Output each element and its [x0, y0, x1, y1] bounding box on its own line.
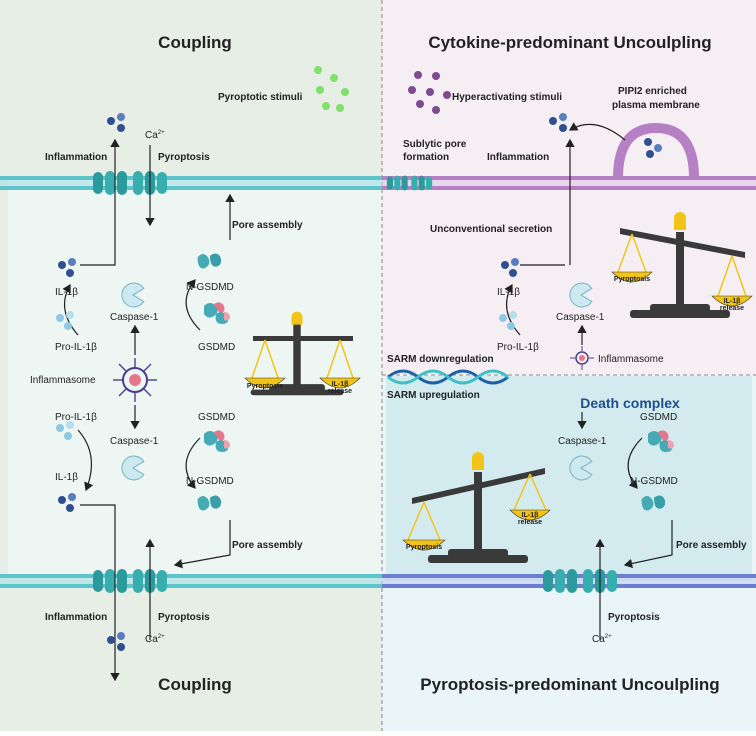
- n-gsdmd-label-bottom: N-GSDMD: [186, 476, 234, 487]
- title-coupling-top: Coupling: [158, 33, 232, 52]
- inflammasome-icon: [113, 358, 157, 402]
- scale-right-top-il1b: IL-1β: [724, 298, 741, 305]
- balance-scale-right-top: [611, 212, 753, 318]
- il1b-dots-left-1: [58, 258, 76, 277]
- arrow-pore-assembly-bottom: [173, 520, 231, 569]
- il1b-dots-top-left: [107, 113, 125, 132]
- caspase1-label-bottom-left: Caspase-1: [110, 436, 159, 447]
- arrow-pip2-release: [568, 122, 626, 141]
- pro-il1b-dots-left-2: [56, 421, 74, 440]
- gsdmd-label-top: GSDMD: [198, 342, 235, 353]
- il1b-dots-pip2: [644, 138, 662, 158]
- pyroptosis-label-right: Pyroptosis: [608, 612, 660, 623]
- caspase1-label-top-left: Caspase-1: [110, 312, 159, 323]
- pyroptosis-label-top-left: Pyroptosis: [158, 152, 210, 163]
- gsdmd-label-bottom: GSDMD: [198, 412, 235, 423]
- membrane-bottom-left: [0, 574, 382, 588]
- inflammation-label-bottom-left: Inflammation: [45, 612, 107, 623]
- pro-il1b-label-right: Pro-IL-1β: [497, 342, 539, 353]
- hyperactivating-stimuli-label: Hyperactivating stimuli: [452, 92, 562, 103]
- arrow-gsdmd-cleave-right: [627, 437, 643, 489]
- caspase1-label-right-top: Caspase-1: [556, 312, 605, 323]
- pro-il1b-label-left-1: Pro-IL-1β: [55, 342, 97, 353]
- scale-left-il1b: IL-1β: [332, 381, 349, 388]
- balance-scale-right-bottom: [402, 452, 551, 563]
- pip2-membrane-bulge: [613, 122, 699, 179]
- arrow-pro-to-il1b-right: [504, 283, 521, 336]
- ca-label-bottom-left: Ca2+: [145, 634, 165, 645]
- title-cytokine-uncoupling: Cytokine-predominant Uncoulpling: [428, 33, 711, 52]
- sarm-dna-helix: [387, 369, 509, 385]
- arrow-il1b-out-bottom: [80, 504, 120, 682]
- scale-right-bottom-release: release: [518, 519, 542, 526]
- inflammasome-label-right: Inflammasome: [598, 354, 664, 365]
- gsdmd-label-right: GSDMD: [640, 412, 677, 423]
- pore-assembly-label-top: Pore assembly: [232, 220, 303, 231]
- scale-right-top-pyroptosis: Pyroptosis: [614, 276, 650, 283]
- unconventional-secretion-label: Unconventional secretion: [430, 224, 552, 235]
- il1b-dots-right-top: [549, 113, 567, 132]
- pro-il1b-dots-left-1: [56, 311, 74, 330]
- balance-scale-left: [244, 311, 361, 396]
- hyperactivating-stimuli-dots: [408, 71, 451, 114]
- sublytic-label-line2: formation: [403, 152, 449, 163]
- arrow-pore-assembly-right: [623, 520, 673, 569]
- scale-left-release: release: [328, 388, 352, 395]
- inflammasome-icon-right: [570, 346, 594, 370]
- membrane-top-right: [382, 176, 756, 190]
- death-complex-box: [386, 376, 752, 581]
- pyroptotic-stimuli-label: Pyroptotic stimuli: [218, 92, 303, 103]
- arrow-pro-to-il1b-bottom: [77, 429, 94, 492]
- sublytic-label-line1: Sublytic pore: [403, 139, 467, 150]
- inflammation-label-top-left: Inflammation: [45, 152, 107, 163]
- arrow-gsdmd-cleave-bottom: [185, 437, 201, 489]
- sarm-downregulation-label: SARM downregulation: [387, 354, 494, 365]
- scale-left-pyroptosis: Pyroptosis: [247, 383, 283, 390]
- left-cytoplasm: [8, 180, 382, 580]
- il1b-dots-bottom-left: [107, 632, 125, 651]
- pip2-label-line2: plasma membrane: [612, 100, 700, 111]
- il1b-dots-right-1: [501, 258, 519, 277]
- pore-assembly-label-bottom: Pore assembly: [232, 540, 303, 551]
- scale-right-bottom-il1b: IL-1β: [522, 512, 539, 519]
- arrow-il1b-out: [80, 138, 120, 266]
- pip2-label-line1: PIPI2 enriched: [618, 86, 687, 97]
- il1b-dots-left-2: [58, 493, 76, 512]
- inflammation-label-right: Inflammation: [487, 152, 549, 163]
- arrow-pro-to-il1b-top: [62, 283, 79, 336]
- pyroptosis-label-bottom-left: Pyroptosis: [158, 612, 210, 623]
- scale-right-bottom-pyroptosis: Pyroptosis: [406, 544, 442, 551]
- sarm-upregulation-label: SARM upregulation: [387, 390, 480, 401]
- title-death-complex: Death complex: [580, 395, 680, 411]
- ca-label-right: Ca2+: [592, 634, 612, 645]
- title-pyroptosis-uncoupling: Pyroptosis-predominant Uncoulpling: [420, 675, 719, 694]
- pyroptotic-stimuli-dots: [314, 66, 349, 112]
- caspase1-label-right-bottom: Caspase-1: [558, 436, 607, 447]
- pro-il1b-label-left-2: Pro-IL-1β: [55, 412, 97, 423]
- il1b-label-left-2: IL-1β: [55, 472, 78, 483]
- scale-right-top-release: release: [720, 305, 744, 312]
- n-gsdmd-label-top: N-GSDMD: [186, 282, 234, 293]
- pore-assembly-label-right: Pore assembly: [676, 540, 747, 551]
- membrane-top-left: [0, 176, 382, 190]
- title-coupling-bottom: Coupling: [158, 675, 232, 694]
- arrow-gsdmd-cleave-top: [185, 279, 201, 331]
- pro-il1b-dots-right: [499, 311, 517, 330]
- inflammasome-label-left: Inflammasome: [30, 375, 96, 386]
- ca-label-top-left: Ca2+: [145, 130, 165, 141]
- n-gsdmd-label-right: N-GSDMD: [630, 476, 678, 487]
